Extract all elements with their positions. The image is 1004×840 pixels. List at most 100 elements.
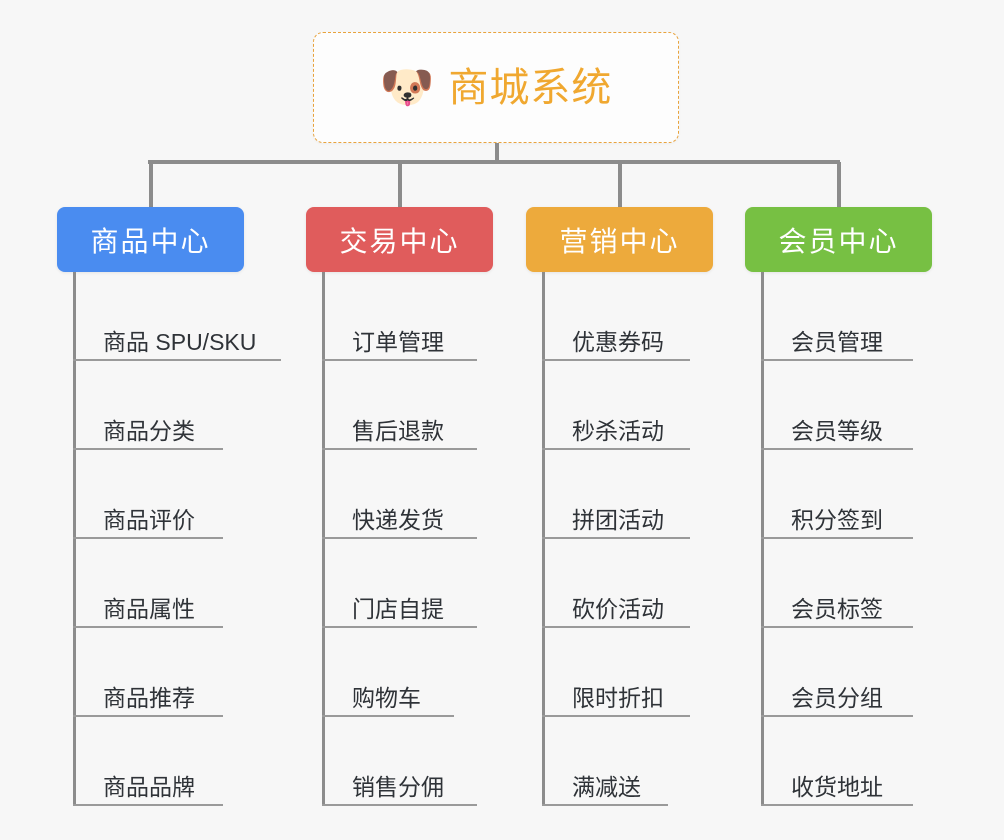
leaf-label: 收货地址 xyxy=(791,773,883,800)
branch-leaf-list-trade-center: 订单管理售后退款快递发货门店自提购物车销售分佣 xyxy=(306,272,493,806)
branch-header-label: 交易中心 xyxy=(339,225,460,257)
root-node[interactable]: 🐶 商城系统 xyxy=(313,32,679,143)
leaf-item[interactable]: 商品评价 xyxy=(57,450,244,539)
leaf-item[interactable]: 满减送 xyxy=(526,717,713,806)
root-node-content: 🐶 商城系统 xyxy=(379,62,613,112)
leaf-item[interactable]: 会员标签 xyxy=(745,539,932,628)
branch-drop-connector-trade-center xyxy=(397,162,402,207)
branch-header-label: 营销中心 xyxy=(559,225,680,257)
leaf-item[interactable]: 会员管理 xyxy=(745,272,932,361)
leaf-label: 商品 SPU/SKU xyxy=(103,328,257,355)
leaf-item[interactable]: 快递发货 xyxy=(306,450,493,539)
leaf-underline xyxy=(542,359,690,361)
leaf-underline xyxy=(322,359,477,361)
leaf-label: 会员等级 xyxy=(791,417,883,444)
leaf-underline xyxy=(322,715,454,717)
root-stem-connector xyxy=(495,143,499,164)
leaf-label: 商品品牌 xyxy=(103,773,195,800)
dog-face-icon: 🐶 xyxy=(379,62,435,112)
leaf-underline xyxy=(73,804,223,806)
leaf-label: 商品分类 xyxy=(103,417,195,444)
branch-header-trade-center[interactable]: 交易中心 xyxy=(306,207,493,272)
leaf-label: 快递发货 xyxy=(352,506,444,533)
leaf-label: 商品推荐 xyxy=(103,684,195,711)
branch-spine-connector-marketing-center xyxy=(542,272,545,806)
leaf-item[interactable]: 商品推荐 xyxy=(57,628,244,717)
leaf-item[interactable]: 售后退款 xyxy=(306,361,493,450)
leaf-underline xyxy=(73,537,223,539)
leaf-item[interactable]: 会员等级 xyxy=(745,361,932,450)
leaf-item[interactable]: 限时折扣 xyxy=(526,628,713,717)
branch-column-member-center: 会员中心会员管理会员等级积分签到会员标签会员分组收货地址 xyxy=(745,162,932,806)
leaf-underline xyxy=(322,537,477,539)
leaf-label: 砍价活动 xyxy=(572,595,664,622)
branch-leaf-list-marketing-center: 优惠券码秒杀活动拼团活动砍价活动限时折扣满减送 xyxy=(526,272,713,806)
leaf-label: 限时折扣 xyxy=(572,684,664,711)
leaf-item[interactable]: 商品品牌 xyxy=(57,717,244,806)
leaf-underline xyxy=(322,626,477,628)
leaf-item[interactable]: 会员分组 xyxy=(745,628,932,717)
leaf-label: 购物车 xyxy=(352,684,421,711)
leaf-item[interactable]: 商品属性 xyxy=(57,539,244,628)
leaf-label: 会员管理 xyxy=(791,328,883,355)
leaf-item[interactable]: 商品分类 xyxy=(57,361,244,450)
branch-header-marketing-center[interactable]: 营销中心 xyxy=(526,207,713,272)
leaf-underline xyxy=(542,804,668,806)
leaf-label: 商品评价 xyxy=(103,506,195,533)
branch-column-product-center: 商品中心商品 SPU/SKU 商品分类商品评价商品属性商品推荐商品品牌 xyxy=(57,162,281,806)
leaf-underline xyxy=(73,359,281,361)
leaf-underline xyxy=(542,448,690,450)
leaf-label: 售后退款 xyxy=(352,417,444,444)
branch-spine-connector-member-center xyxy=(761,272,764,806)
leaf-item[interactable]: 订单管理 xyxy=(306,272,493,361)
leaf-underline xyxy=(322,804,477,806)
branch-drop-connector-member-center xyxy=(836,162,841,207)
leaf-item[interactable]: 门店自提 xyxy=(306,539,493,628)
leaf-label: 会员标签 xyxy=(791,595,883,622)
leaf-underline xyxy=(542,537,690,539)
branch-column-marketing-center: 营销中心优惠券码秒杀活动拼团活动砍价活动限时折扣满减送 xyxy=(526,162,713,806)
leaf-label: 门店自提 xyxy=(352,595,444,622)
leaf-underline xyxy=(761,537,913,539)
leaf-underline xyxy=(761,626,913,628)
branch-leaf-list-member-center: 会员管理会员等级积分签到会员标签会员分组收货地址 xyxy=(745,272,932,806)
leaf-underline xyxy=(761,448,913,450)
leaf-item[interactable]: 砍价活动 xyxy=(526,539,713,628)
branch-header-member-center[interactable]: 会员中心 xyxy=(745,207,932,272)
leaf-underline xyxy=(73,626,223,628)
leaf-underline xyxy=(542,715,690,717)
leaf-underline xyxy=(73,715,223,717)
leaf-label: 积分签到 xyxy=(791,506,883,533)
leaf-label: 商品属性 xyxy=(103,595,195,622)
leaf-underline xyxy=(761,804,913,806)
branch-spine-connector-trade-center xyxy=(322,272,325,806)
branch-leaf-list-product-center: 商品 SPU/SKU 商品分类商品评价商品属性商品推荐商品品牌 xyxy=(57,272,281,806)
leaf-item[interactable]: 销售分佣 xyxy=(306,717,493,806)
branch-spine-connector-product-center xyxy=(73,272,76,806)
leaf-item[interactable]: 秒杀活动 xyxy=(526,361,713,450)
leaf-label: 秒杀活动 xyxy=(572,417,664,444)
leaf-item[interactable]: 商品 SPU/SKU xyxy=(57,272,281,361)
branch-header-label: 商品中心 xyxy=(90,225,211,257)
branch-drop-connector-marketing-center xyxy=(617,162,622,207)
leaf-label: 销售分佣 xyxy=(352,773,444,800)
leaf-underline xyxy=(761,715,913,717)
branch-header-product-center[interactable]: 商品中心 xyxy=(57,207,244,272)
branch-header-label: 会员中心 xyxy=(778,225,899,257)
leaf-label: 会员分组 xyxy=(791,684,883,711)
leaf-item[interactable]: 收货地址 xyxy=(745,717,932,806)
leaf-item[interactable]: 优惠券码 xyxy=(526,272,713,361)
branch-bus-connector xyxy=(148,160,840,164)
leaf-label: 订单管理 xyxy=(352,328,444,355)
leaf-item[interactable]: 积分签到 xyxy=(745,450,932,539)
root-title: 商城系统 xyxy=(448,65,613,110)
leaf-underline xyxy=(73,448,223,450)
leaf-underline xyxy=(761,359,913,361)
branch-drop-connector-product-center xyxy=(148,162,153,207)
leaf-label: 拼团活动 xyxy=(572,506,664,533)
leaf-underline xyxy=(542,626,690,628)
leaf-item[interactable]: 购物车 xyxy=(306,628,493,717)
leaf-label: 优惠券码 xyxy=(572,328,664,355)
leaf-item[interactable]: 拼团活动 xyxy=(526,450,713,539)
